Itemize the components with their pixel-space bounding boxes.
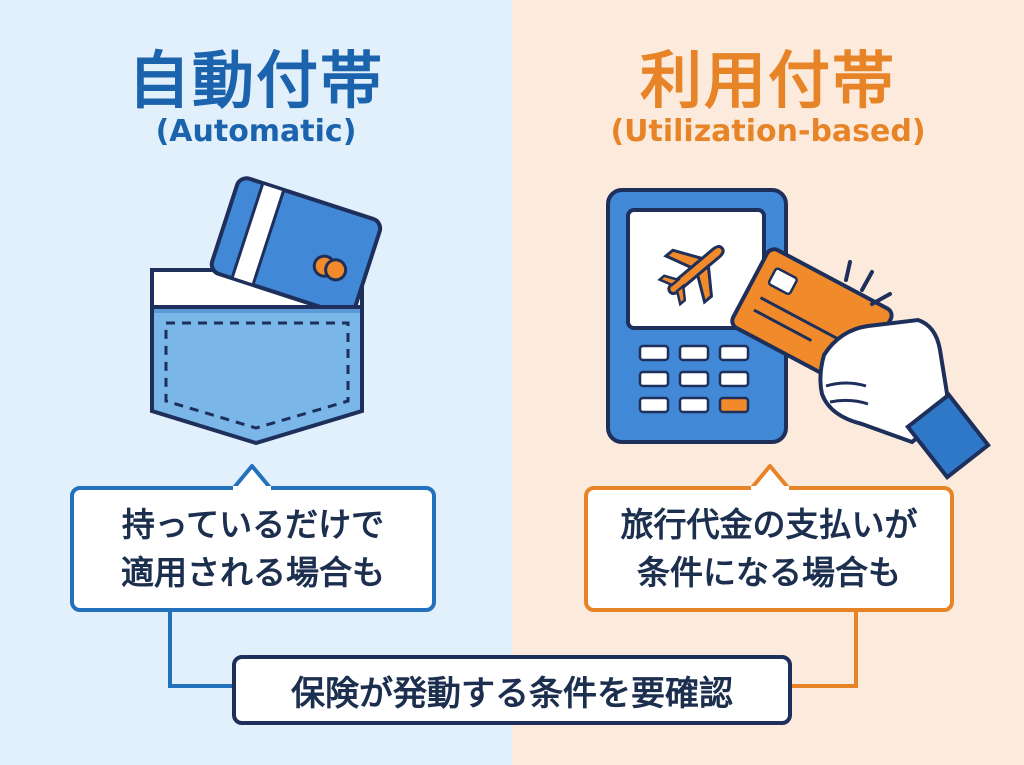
automatic-callout: 持っているだけで 適用される場合も: [70, 486, 436, 612]
conclusion-box: 保険が発動する条件を要確認: [232, 655, 792, 725]
airplane-icon: [657, 245, 725, 307]
payment-terminal-icon: [606, 188, 991, 481]
automatic-note-line1: 持っているだけで: [121, 505, 385, 544]
pocket-icon: [150, 176, 383, 446]
automatic-subtitle: (Automatic): [155, 114, 357, 149]
callout-pointer-left-gap: [233, 486, 271, 492]
utilization-title: 利用付帯: [639, 44, 896, 117]
utilization-callout: 旅行代金の支払いが 条件になる場合も: [584, 486, 954, 612]
callout-pointer-right-gap: [751, 486, 789, 492]
callout-pointer-right: [748, 464, 792, 492]
automatic-note-line2: 適用される場合も: [121, 553, 385, 592]
utilization-note-line1: 旅行代金の支払いが: [620, 505, 918, 544]
keypad: [638, 344, 750, 414]
conclusion-text: 保険が発動する条件を要確認: [291, 673, 733, 714]
automatic-title: 自動付帯: [127, 44, 384, 117]
utilization-note-line2: 条件になる場合も: [637, 553, 901, 592]
hand-icon: [818, 317, 991, 481]
utilization-subtitle: (Utilization-based): [610, 114, 926, 149]
credit-card-icon: [209, 176, 383, 317]
callout-pointer-left: [230, 464, 274, 492]
